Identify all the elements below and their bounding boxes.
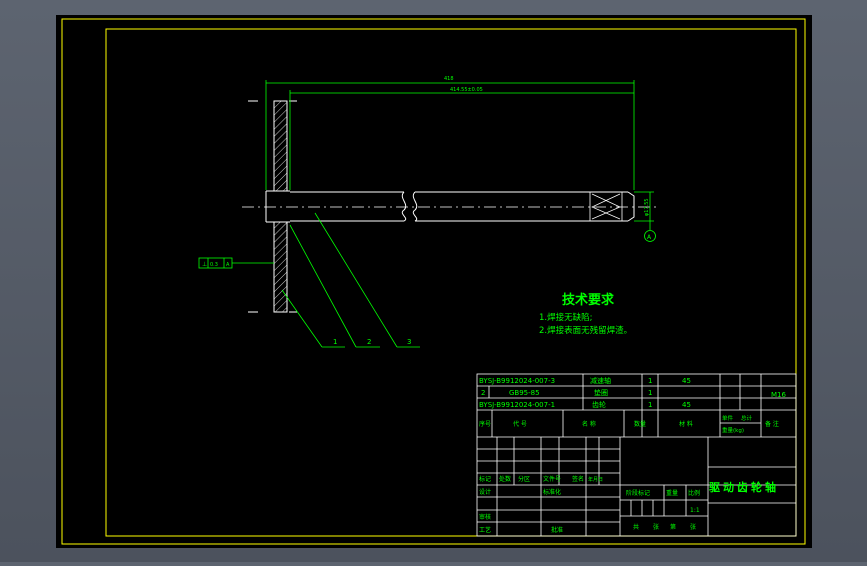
tech-note-1: 1.焊接无缺陷; [539,312,592,323]
callout-3: 3 [407,338,411,346]
dimensions [198,80,656,348]
title-block-border [476,373,797,537]
technical-requirements: 技术要求 1.焊接无缺陷; 2.焊接表面无残留焊渣。 [539,292,632,336]
header-single: 单件 [722,414,734,422]
title-block [476,373,797,537]
weight-label: 重量 [666,489,678,497]
rev-label-count: 处数 [499,475,511,483]
dim-diameter-text: φ17.55 [644,198,650,216]
dim-inner-text: 414.55±0.05 [450,87,483,93]
callout-1: 1 [333,338,337,346]
shaft-chamfer [627,191,635,222]
part-row-2-qty: 1 [648,389,652,397]
spline-hatch [591,193,621,220]
sheet-unit-2: 张 [690,523,696,531]
dim-overall-text: 418 [444,76,454,82]
sig-review: 审核 [479,513,491,521]
part-geometry [242,100,660,313]
header-weight-unit: 重量(kg) [722,426,744,434]
break-line-left [401,191,407,222]
part-row-2-note: M16 [771,391,786,399]
rev-label-date: 年月日 [588,476,603,483]
tolerance-frame [198,257,233,269]
sig-standard: 标准化 [543,488,561,496]
gear-plate-lower [273,221,288,313]
header-name: 名 称 [582,420,596,428]
rev-label-zone: 分区 [518,475,530,483]
tolerance-value: 0.3 [210,262,218,268]
header-code: 代 号 [513,420,527,428]
title-block-texts: BYSJ-B9912024-007-3 减速轴 1 45 2 GB95-85 垫… [479,376,786,534]
scale-label: 比例 [688,489,700,497]
rev-label-mark: 标记 [479,475,491,483]
part-row-2-name: 垫圈 [594,388,608,397]
part-row-1-name: 齿轮 [592,400,606,409]
callout-2: 2 [367,338,371,346]
part-row-1-material: 45 [682,401,691,409]
part-row-3-qty: 1 [648,377,652,385]
gear-plate-upper [273,100,288,192]
inner-frame [105,28,797,537]
header-material: 材 料 [679,420,693,428]
dimension-texts: 418 414.55±0.05 φ17.55 A ⊥ 0.3 A 1 2 3 [202,76,652,346]
canvas-background [56,15,812,548]
callout-leader-1 [281,289,323,348]
part-row-3-name: 减速轴 [590,376,611,385]
header-total: 总计 [741,414,753,422]
datum-text: A [647,234,652,241]
part-row-3-material: 45 [682,377,691,385]
stage-mark-label: 阶段标记 [626,489,650,497]
part-row-2-spec: GB95-85 [509,389,540,397]
rev-label-doc: 文件号 [543,475,561,483]
tech-title: 技术要求 [562,292,615,308]
sheet-no-label: 第 [670,523,676,531]
sheet-total-label: 共 [633,523,639,531]
callout-leader-3 [314,212,398,348]
part-row-1-qty: 1 [648,401,652,409]
tolerance-symbol: ⊥ [202,261,207,268]
header-seq: 序号 [479,420,491,428]
part-row-3-code: BYSJ-B9912024-007-3 [479,377,555,385]
sig-approve: 批准 [551,526,563,534]
header-remark: 备 注 [765,420,779,428]
datum-circle [644,230,656,242]
tolerance-datum: A [226,262,230,268]
sig-process: 工艺 [479,526,491,534]
sheet-unit-1: 张 [653,523,659,531]
part-row-1-code: BYSJ-B9912024-007-1 [479,401,555,409]
header-qty: 数量 [634,420,646,428]
sig-design: 设计 [479,488,491,496]
rev-label-sign: 签名 [572,475,584,483]
part-row-2-code: 2 [481,389,485,397]
callout-leader-2 [289,224,357,348]
break-line-right [412,191,418,222]
tech-note-2: 2.焊接表面无残留焊渣。 [539,325,632,336]
drawing-title: 驱动齿轮轴 [709,480,779,494]
scale-value: 1:1 [690,507,700,514]
outer-frame [61,18,806,545]
